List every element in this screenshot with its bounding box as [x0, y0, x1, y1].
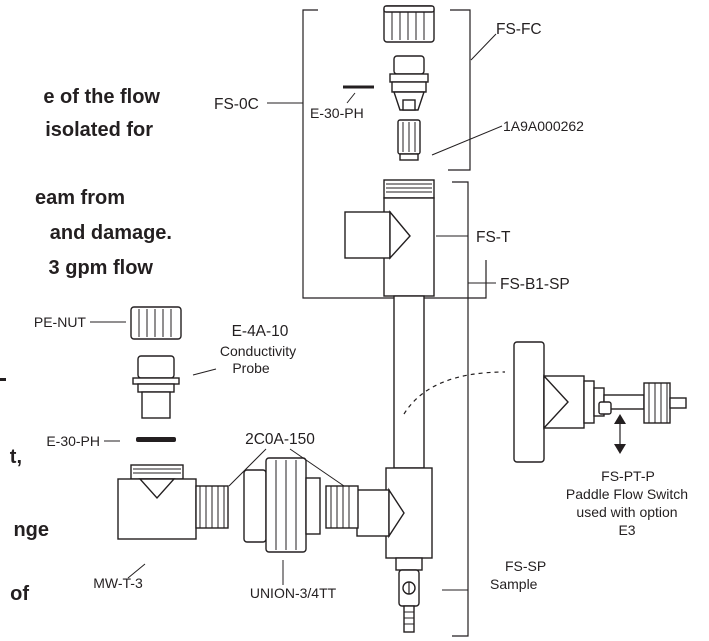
body-text-line-6: t, [10, 446, 22, 468]
leader-mw-t-3 [127, 563, 146, 579]
label-2c0a-150: 2C0A-150 [245, 431, 315, 448]
label-fs-pt-p: FS-PT-P [601, 468, 655, 484]
leader-2c0a-right [289, 448, 345, 487]
label-e30ph-left: E-30-PH [46, 433, 100, 449]
leader-probe [192, 368, 217, 376]
label-sample: Sample [490, 576, 538, 592]
union-fitting [243, 457, 359, 553]
dashed-connector [403, 371, 506, 415]
body-text-line-2: isolated for [45, 119, 153, 141]
body-text-line-5: 3 gpm flow [49, 257, 154, 279]
vertical-pipe [393, 295, 425, 469]
pe-nut-cap [130, 306, 182, 340]
label-fs-t: FS-T [476, 229, 511, 246]
label-union: UNION-3/4TT [250, 585, 337, 601]
sample-valve [398, 569, 420, 633]
leader-fs-fc [470, 33, 497, 61]
body-text-line-1: e of the flow [43, 86, 160, 108]
fs-0c-bracket [302, 9, 487, 299]
label-paddle-3: E3 [618, 522, 635, 538]
leader-1a9a [431, 125, 503, 156]
paddle-flow-switch-tee [513, 341, 687, 463]
conductivity-probe [132, 355, 180, 419]
label-fs-0c: FS-0C [214, 96, 259, 113]
body-text-line-3: eam from [35, 187, 125, 209]
label-conductivity: Conductivity [220, 343, 296, 359]
cropped-punctuation [0, 378, 6, 381]
label-e30ph-top: E-30-PH [310, 105, 364, 121]
o-ring-left [136, 437, 176, 442]
leader-e30ph-top [346, 92, 356, 104]
label-mw-t-3: MW-T-3 [93, 575, 143, 591]
label-e4a10: E-4A-10 [232, 323, 289, 340]
label-paddle-1: Paddle Flow Switch [566, 486, 688, 502]
mw-t-3-tee [117, 464, 229, 540]
fs-fc-bracket [448, 9, 471, 171]
body-text-line-4: and damage. [50, 222, 172, 244]
flow-switch-plug [389, 55, 429, 111]
fs-b1-sp-bracket [452, 181, 469, 637]
double-arrow-icon [614, 414, 626, 454]
body-text-line-7: nge [13, 519, 49, 541]
label-1a9a000262: 1A9A000262 [503, 118, 584, 134]
leader-2c0a-left [228, 448, 267, 487]
label-fs-b1-sp: FS-B1-SP [500, 276, 570, 293]
body-text-line-8: of [10, 583, 29, 605]
top-cap [383, 5, 435, 43]
label-fs-fc: FS-FC [496, 21, 542, 38]
label-probe: Probe [232, 360, 270, 376]
main-tee-fs-t [344, 179, 435, 297]
label-paddle-2: used with option [576, 504, 677, 520]
cartridge-1a9a [397, 119, 421, 161]
label-fs-sp: FS-SP [505, 558, 546, 574]
lower-tee [356, 467, 433, 571]
label-pe-nut: PE-NUT [34, 314, 87, 330]
